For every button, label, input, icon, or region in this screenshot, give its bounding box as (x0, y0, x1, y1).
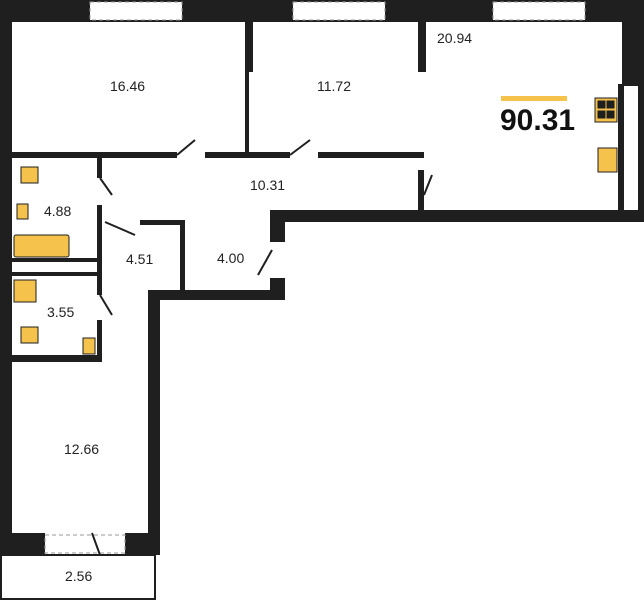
shower-icon (13, 279, 37, 303)
kitchen-sink-icon (597, 147, 618, 173)
room-area-label: 10.31 (250, 177, 286, 193)
room-area-label: 12.66 (64, 441, 100, 457)
balcony (0, 554, 156, 600)
room-area-label: 2.56 (65, 568, 93, 584)
room-area-label: 4.88 (44, 203, 72, 219)
room-area-label: 11.72 (317, 78, 351, 94)
sink-icon (16, 203, 29, 220)
total-area: 90.31 (500, 104, 576, 137)
windows (44, 1, 586, 554)
room-area-label: 4.51 (126, 251, 154, 267)
total-area-accent (501, 96, 567, 101)
fixtures (13, 97, 618, 355)
room-area-label: 16.46 (110, 78, 146, 94)
doors (91, 139, 433, 556)
toilet-icon (20, 166, 39, 184)
sink-icon-2 (82, 337, 96, 355)
bathtub-icon (13, 234, 70, 258)
room-area-label: 4.00 (217, 250, 245, 266)
toilet-icon-2 (20, 326, 39, 344)
room-area-label: 20.94 (437, 30, 473, 46)
room-area-label: 3.55 (47, 304, 75, 320)
